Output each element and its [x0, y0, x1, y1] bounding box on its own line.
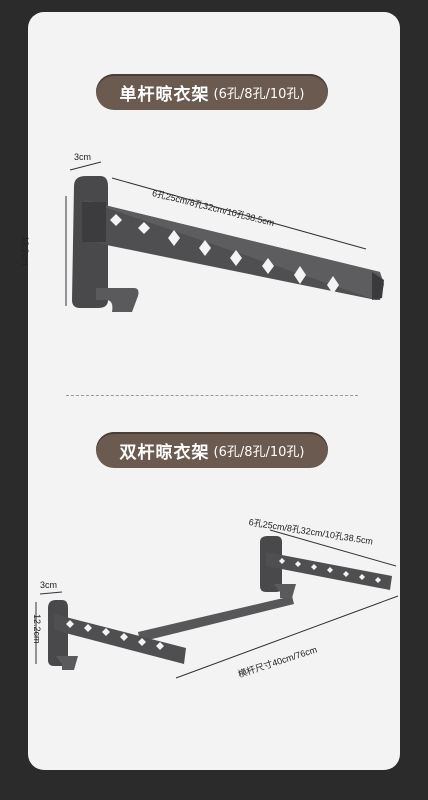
content-card	[28, 12, 400, 770]
single-subtitle: (6孔/8孔/10孔)	[213, 86, 305, 102]
double-height-label: 12.2cm	[32, 614, 42, 644]
section-title-single: 单杆晾衣架 (6孔/8孔/10孔)	[96, 74, 328, 110]
single-width-label: 3cm	[74, 152, 92, 162]
double-title: 双杆晾衣架	[119, 442, 210, 463]
section-divider	[66, 395, 358, 396]
section-title-double: 双杆晾衣架 (6孔/8孔/10孔)	[96, 432, 328, 468]
single-title: 单杆晾衣架	[119, 84, 210, 105]
double-subtitle: (6孔/8孔/10孔)	[213, 444, 305, 460]
double-width-label: 3cm	[40, 580, 58, 590]
